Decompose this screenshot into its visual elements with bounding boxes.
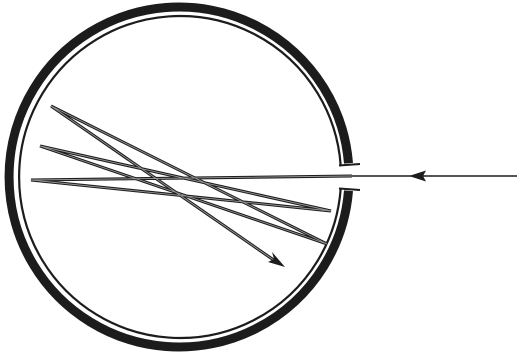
entry-hole-bottom-edge [339,189,360,191]
reflected-ray-path [31,106,352,263]
entry-hole-top-edge [339,164,360,166]
